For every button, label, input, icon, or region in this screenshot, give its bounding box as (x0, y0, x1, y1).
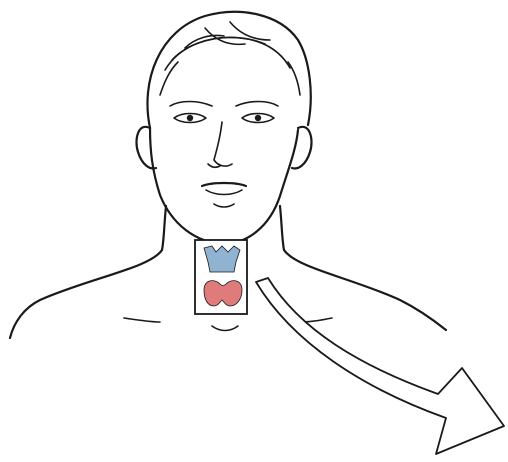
curved-arrow-right-icon (256, 278, 504, 454)
upper-structure-shape (204, 246, 240, 272)
left-eye-pupil-icon (187, 115, 193, 121)
face-features (170, 102, 278, 208)
head-outline (147, 12, 310, 244)
neck-highlight-box (195, 240, 247, 314)
right-eye-pupil-icon (255, 115, 261, 121)
ears (137, 127, 312, 169)
